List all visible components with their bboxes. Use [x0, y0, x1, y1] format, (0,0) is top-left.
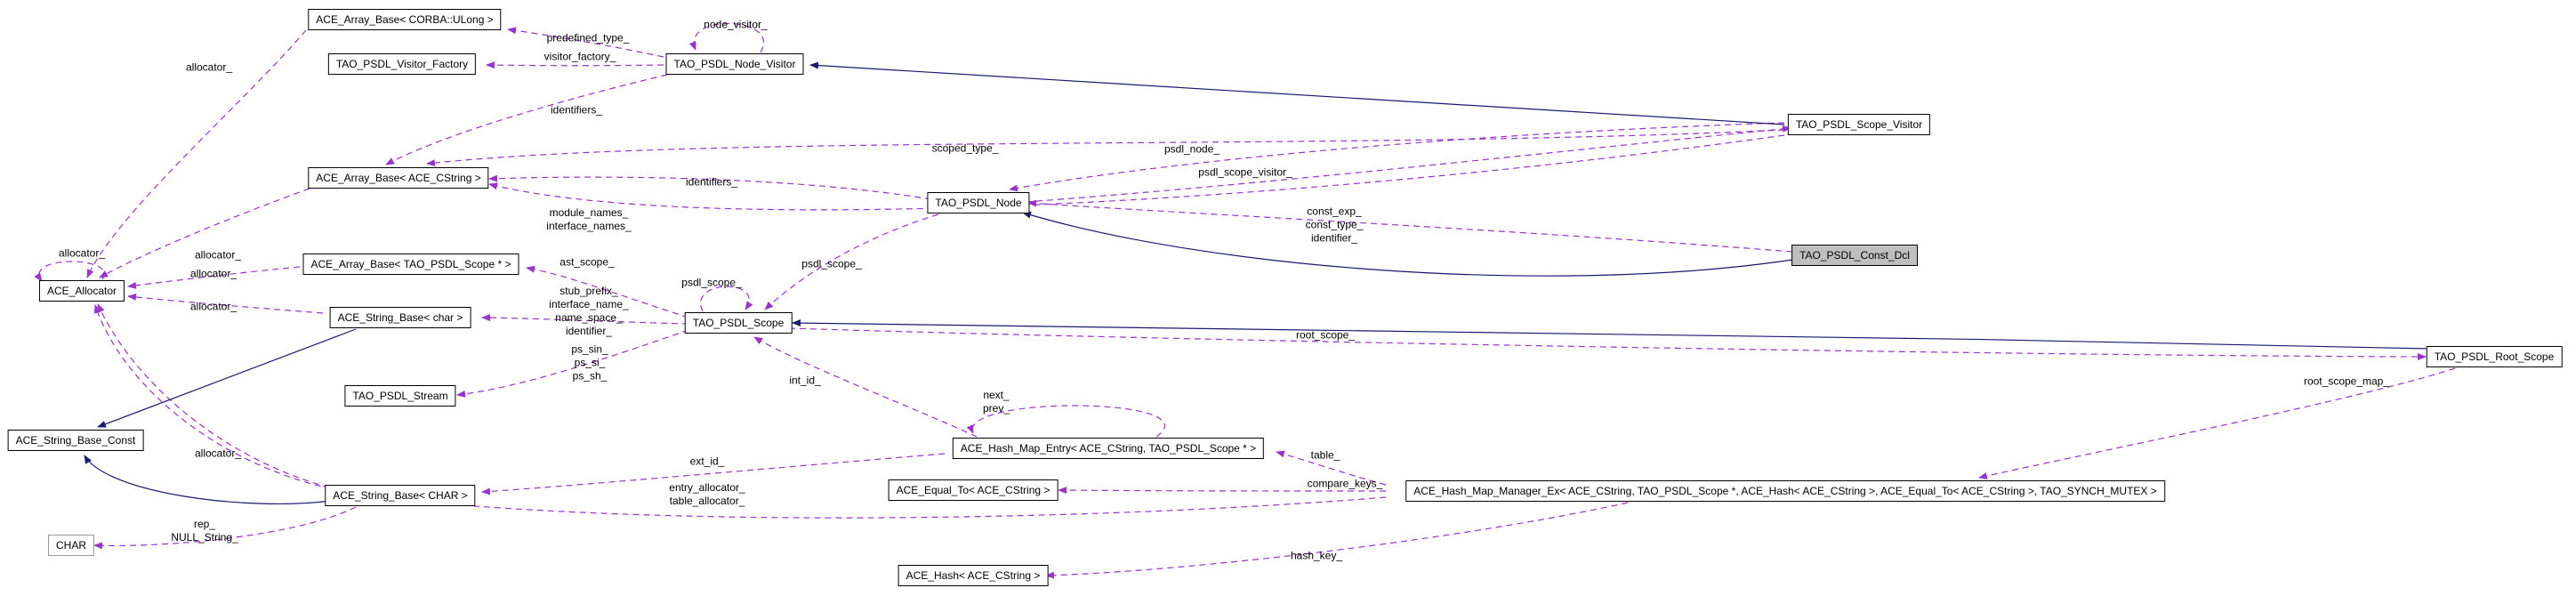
edge-inherit-string-CHAR-string-const: [84, 455, 332, 504]
edge-next-prev-self-loop: [966, 405, 1166, 438]
edge-psdl-scope-visitor: [1025, 125, 1791, 203]
edge-label-rep-null-string: rep_ NULL_String_: [171, 518, 238, 544]
edge-label-next-prev: next_ prev_: [982, 389, 1010, 415]
edge-stub-prefix-block: [481, 314, 689, 325]
edge-label-allocator-scope-array: allocator_: [189, 267, 237, 280]
class-box-char: CHAR: [47, 535, 95, 556]
edge-hash-key: [1045, 502, 1629, 579]
class-box-ace-string-base-char[interactable]: ACE_String_Base< char >: [329, 307, 471, 328]
edge-allocator-from-array-cstring: [99, 188, 310, 278]
edge-label-allocator-CHAR: allocator_: [194, 447, 242, 460]
edge-ast-scope: [526, 265, 689, 318]
edge-label-ext-id: ext_id_: [689, 455, 725, 468]
edge-label-table: table_: [1310, 448, 1340, 462]
edge-inherit-const-dcl-node: [1022, 211, 1793, 277]
edge-label-root-scope-map: root_scope_map_: [2303, 374, 2390, 388]
class-box-tao-psdl-node[interactable]: TAO_PSDL_Node: [927, 192, 1030, 213]
edge-label-identifiers-nv: identifiers_: [550, 103, 603, 117]
edge-allocator-from-string-CHAR: [97, 303, 330, 488]
edge-label-hash-key: hash_key_: [1290, 549, 1343, 562]
edge-label-allocator-ulong: allocator_: [185, 60, 233, 74]
class-box-ace-hash-map-manager-ex[interactable]: ACE_Hash_Map_Manager_Ex< ACE_CString, TA…: [1405, 480, 2165, 502]
class-box-ace-string-base-CHAR[interactable]: ACE_String_Base< CHAR >: [325, 485, 476, 506]
class-box-tao-psdl-scope[interactable]: TAO_PSDL_Scope: [684, 312, 793, 334]
edge-psdl-node: [1009, 122, 1785, 192]
edge-root-scope: [788, 327, 2427, 360]
edge-label-entry-table-allocator: entry_allocator_ table_allocator_: [669, 481, 745, 507]
edge-rep-null-string: [93, 506, 357, 550]
edge-const-exp-type-identifier: [1027, 199, 1793, 253]
edge-label-ps-block: ps_sin_ ps_si_ ps_sh_: [571, 342, 608, 383]
edge-visitor-factory: [486, 61, 664, 69]
class-box-ace-allocator[interactable]: ACE_Allocator: [38, 280, 125, 302]
edge-label-scoped-type: scoped_type_: [931, 141, 999, 155]
class-box-tao-psdl-stream[interactable]: TAO_PSDL_Stream: [344, 385, 456, 407]
edge-node-visitor-self-loop: [688, 22, 764, 53]
class-box-tao-psdl-scope-visitor[interactable]: TAO_PSDL_Scope_Visitor: [1787, 114, 1931, 135]
edge-label-node-visitor-loop: node_visitor_: [704, 18, 768, 31]
edge-inherit-string-char-string-const: [97, 328, 357, 428]
class-box-ace-array-base-ace-cstring[interactable]: ACE_Array_Base< ACE_CString >: [308, 167, 489, 189]
class-box-ace-hash[interactable]: ACE_Hash< ACE_CString >: [898, 565, 1049, 586]
edge-label-const-exp-block: const_exp_ const_type_ identifier_: [1305, 205, 1364, 245]
class-box-ace-hash-map-entry[interactable]: ACE_Hash_Map_Entry< ACE_CString, TAO_PSD…: [952, 438, 1265, 459]
class-box-ace-array-base-corba-ulong[interactable]: ACE_Array_Base< CORBA::ULong >: [308, 9, 502, 30]
edge-int-id: [753, 336, 978, 438]
edge-label-compare-keys: compare_keys_: [1307, 477, 1383, 490]
edge-label-psdl-scope-visitor: psdl_scope_visitor_: [1198, 165, 1292, 179]
class-box-tao-psdl-node-visitor[interactable]: TAO_PSDL_Node_Visitor: [665, 53, 804, 75]
class-box-ace-array-base-tao-psdl-scope[interactable]: ACE_Array_Base< TAO_PSDL_Scope * >: [302, 254, 519, 275]
edge-inherit-root-scope-scope: [792, 319, 2430, 350]
edge-ext-id: [481, 453, 946, 495]
class-box-tao-psdl-root-scope[interactable]: TAO_PSDL_Root_Scope: [2426, 346, 2563, 367]
edge-compare-keys: [1058, 487, 1387, 495]
edge-identifiers-node: [488, 174, 932, 200]
edge-inherit-scope-visitor-node-visitor: [809, 61, 1785, 125]
edge-label-allocator-char: allocator_: [189, 300, 237, 313]
edge-predefined-type: [507, 27, 664, 58]
class-box-tao-psdl-const-dcl: TAO_PSDL_Const_Dcl: [1791, 245, 1918, 266]
edge-psdl-scope-self-loop: [700, 286, 753, 312]
class-box-tao-psdl-visitor-factory[interactable]: TAO_PSDL_Visitor_Factory: [327, 53, 477, 75]
edge-scoped-type: [426, 129, 1785, 167]
edge-label-visitor-factory: visitor_factory_: [543, 50, 616, 63]
edge-allocator-from-array-ulong: [86, 29, 307, 278]
edge-label-allocator-cstring: allocator_: [194, 248, 242, 262]
edge-label-psdl-scope-node: psdl_scope_: [801, 257, 862, 270]
edge-allocator-from-array-scope: [127, 265, 311, 289]
class-box-ace-string-base-const[interactable]: ACE_String_Base_Const: [7, 430, 144, 451]
edge-label-allocator-self: allocator_: [58, 246, 106, 260]
edge-entry-table-allocator: [93, 304, 1387, 519]
edge-module-interface-names: [488, 134, 1785, 211]
edge-identifiers-node-visitor: [385, 74, 668, 165]
class-box-ace-equal-to[interactable]: ACE_Equal_To< ACE_CString >: [888, 479, 1059, 501]
edge-label-identifiers-node: identifiers_: [685, 175, 738, 189]
edge-root-scope-map: [1978, 367, 2456, 479]
edge-label-psdl-node: psdl_node_: [1163, 142, 1220, 156]
edge-label-psdl-scope-loop: psdl_scope_: [681, 276, 742, 289]
edge-psdl-scope-from-node: [764, 213, 939, 310]
edge-label-int-id: int_id_: [789, 374, 821, 387]
edge-label-ast-scope: ast_scope_: [559, 255, 615, 269]
edge-label-module-interface: module_names_ interface_names_: [546, 206, 632, 232]
edge-allocator-self-loop: [34, 261, 105, 282]
edge-label-root-scope: root_scope_: [1295, 328, 1356, 342]
edge-allocator-from-string-char: [127, 293, 324, 314]
edge-label-stub-prefix-block: stub_prefix_ interface_name_ name_space_…: [549, 285, 629, 337]
edge-table: [1276, 450, 1387, 486]
edge-label-predefined-type: predefined_type_: [546, 31, 630, 44]
